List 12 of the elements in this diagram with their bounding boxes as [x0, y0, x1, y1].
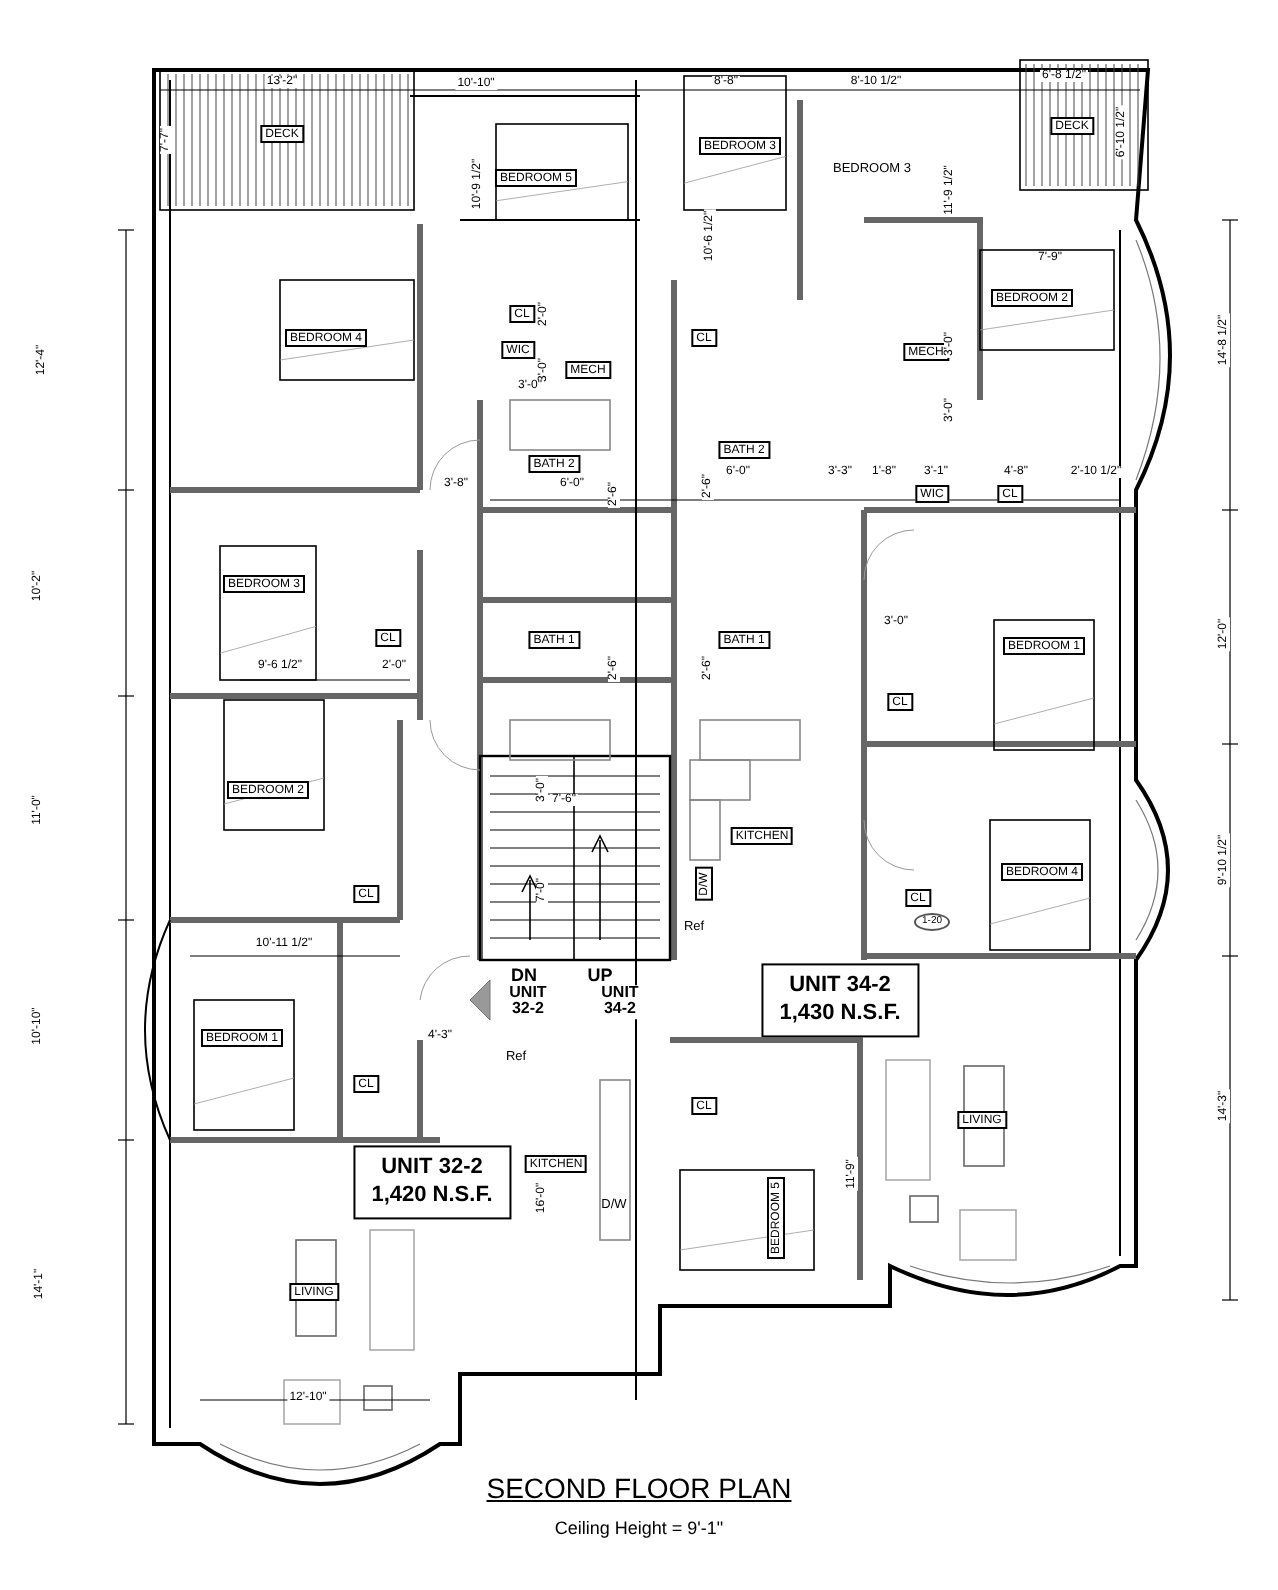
unit-area-box [761, 963, 919, 1037]
unit-name: UNIT 32-2 [379, 1153, 485, 1182]
unit-direction-label: UNIT 34-2 [596, 985, 644, 1019]
unit-area: 1,420 N.S.F. [371, 1182, 493, 1211]
unit-direction-label: UNIT 32-2 [504, 985, 552, 1019]
stair-direction-label: DN [511, 967, 537, 985]
unit-name: UNIT 34-2 [787, 971, 893, 1000]
ceiling-height-note: Ceiling Height = 9'-1" [554, 1518, 724, 1538]
plan-title: SECOND FLOOR PLAN [486, 1472, 792, 1504]
stair-direction-label: UP [587, 967, 613, 985]
unit-area-box [353, 1145, 511, 1219]
unit-area: 1,430 N.S.F. [779, 1000, 901, 1029]
